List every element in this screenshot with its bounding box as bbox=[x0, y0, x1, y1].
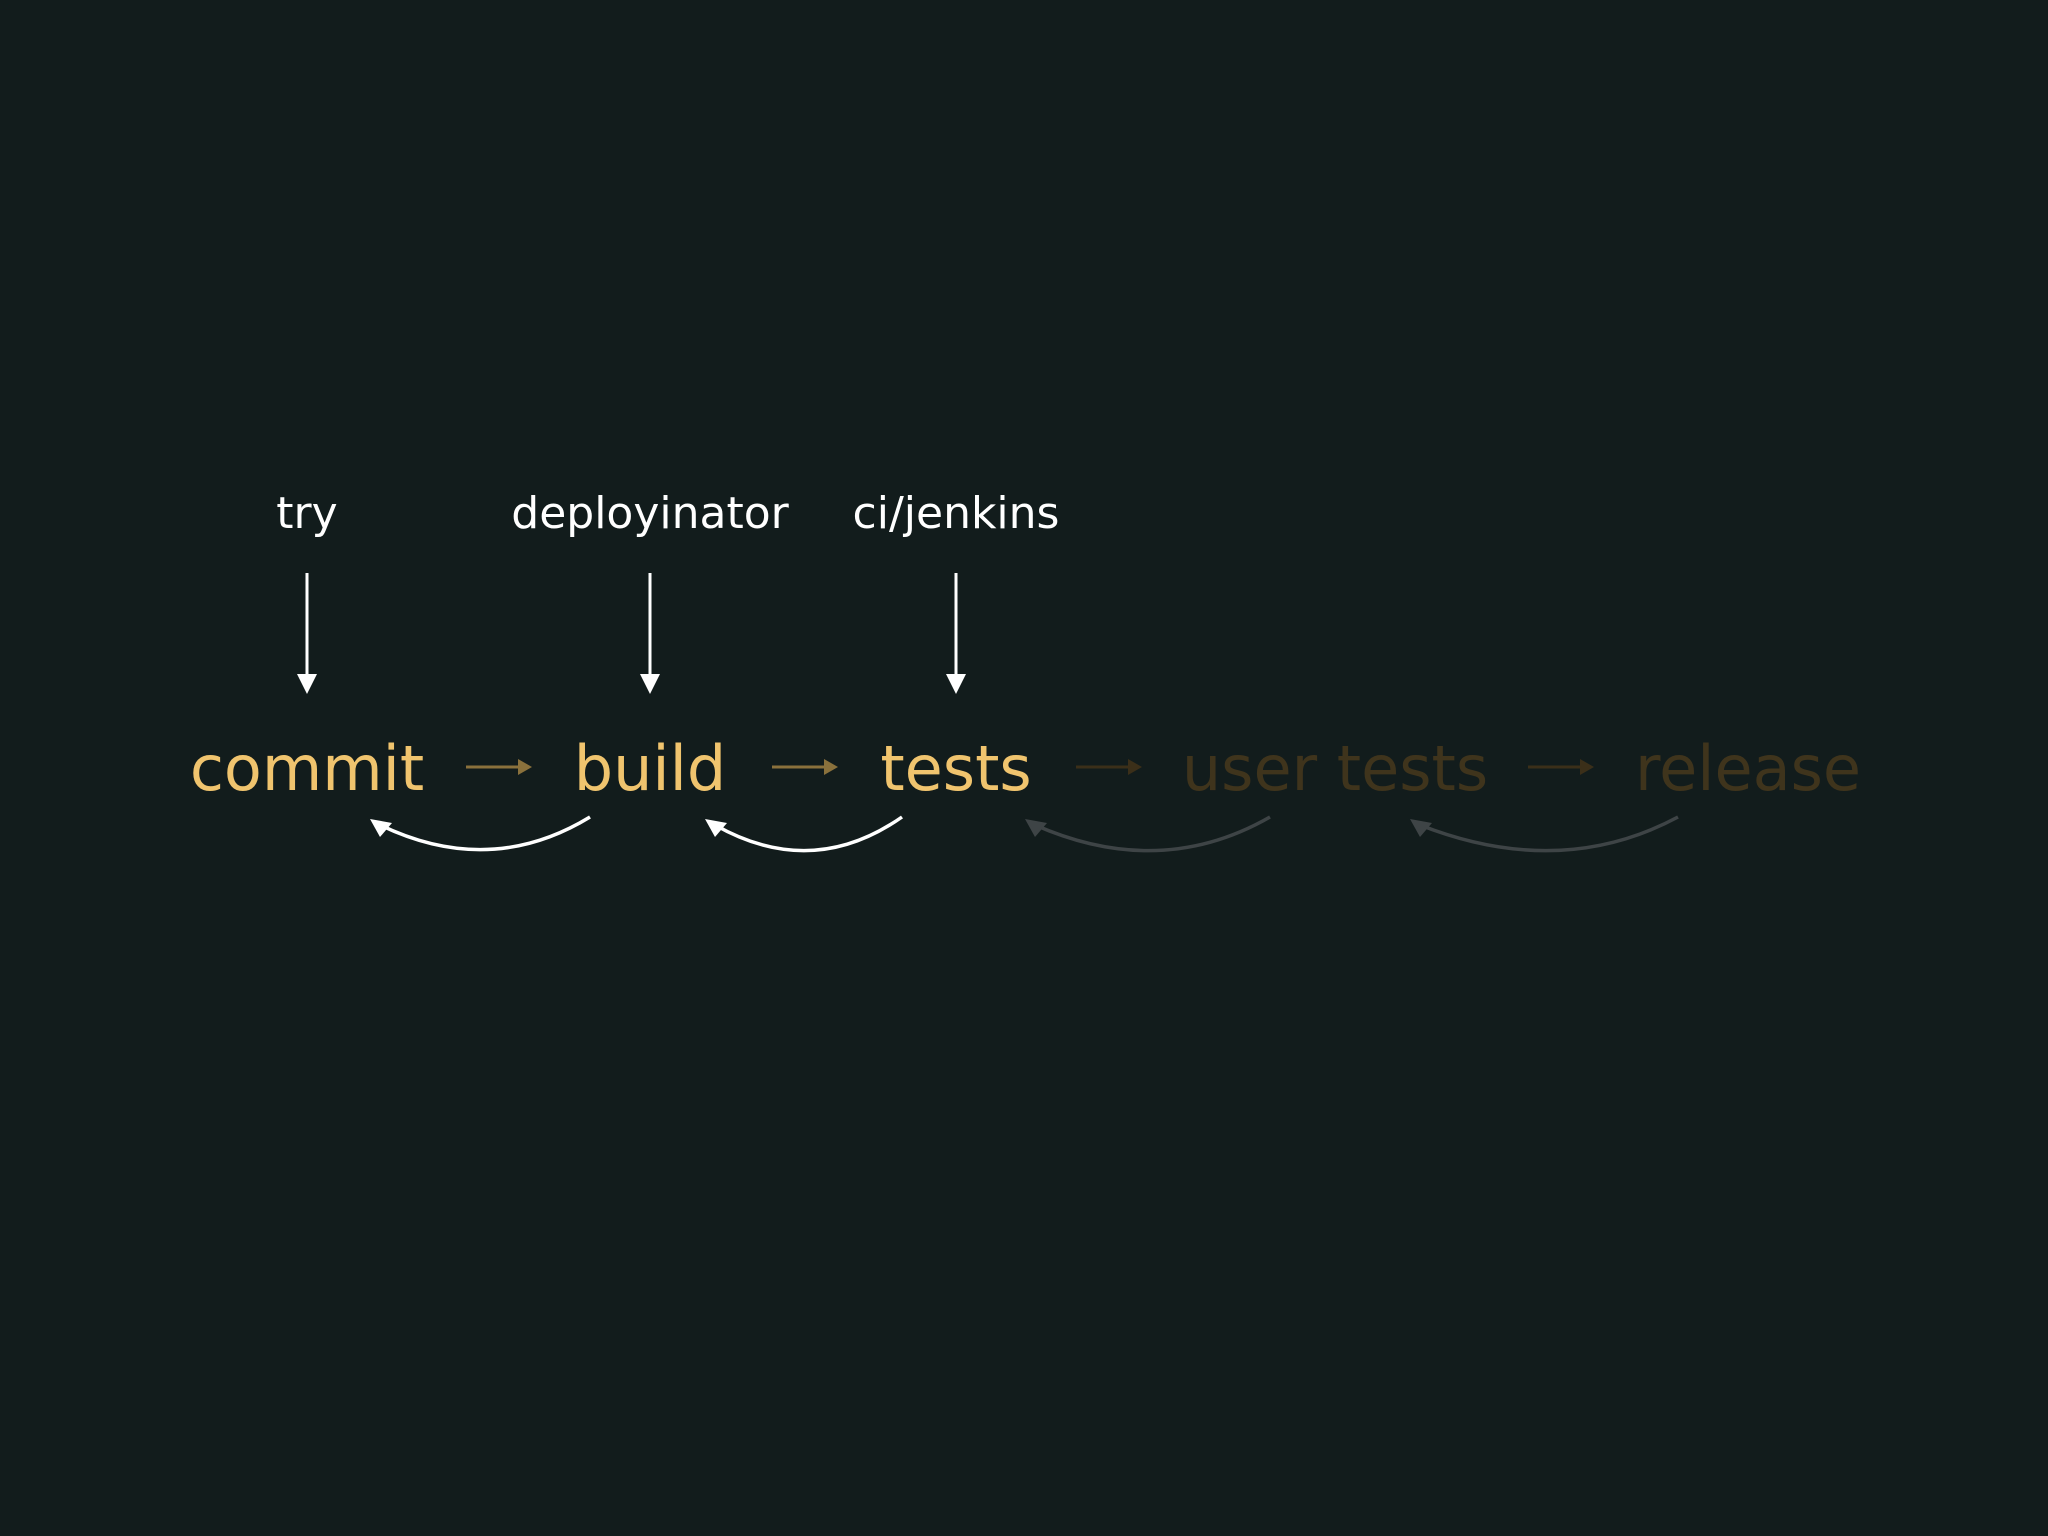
stage-user-tests: user tests bbox=[1182, 732, 1488, 805]
stage-commit: commit bbox=[190, 732, 424, 805]
feedback-arrow-icon bbox=[705, 815, 904, 853]
forward-arrow-icon bbox=[1076, 759, 1142, 775]
down-arrow-icon bbox=[946, 674, 966, 694]
feedback-arrow-icon bbox=[1410, 815, 1679, 853]
forward-arrows-layer bbox=[466, 759, 1594, 775]
stages-layer: commit build tests user tests release bbox=[190, 732, 1861, 805]
feedback-arrow-icon bbox=[370, 815, 591, 852]
stage-tests: tests bbox=[880, 732, 1031, 805]
tool-label-try: try bbox=[276, 488, 337, 539]
stage-build: build bbox=[574, 732, 726, 805]
forward-arrow-icon bbox=[466, 759, 532, 775]
down-arrow-icon bbox=[640, 674, 660, 694]
forward-arrow-icon bbox=[1528, 759, 1594, 775]
forward-arrow-icon bbox=[772, 759, 838, 775]
tool-label-deployinator: deployinator bbox=[511, 488, 789, 539]
tool-label-ci-jenkins: ci/jenkins bbox=[853, 488, 1060, 539]
down-arrow-icon bbox=[297, 674, 317, 694]
feedback-arrow-icon bbox=[1025, 815, 1271, 853]
stage-release: release bbox=[1635, 732, 1861, 805]
feedback-arrows-layer bbox=[370, 815, 1679, 853]
tool-arrows-layer bbox=[297, 573, 966, 694]
tools-layer: try deployinator ci/jenkins bbox=[276, 488, 1059, 539]
